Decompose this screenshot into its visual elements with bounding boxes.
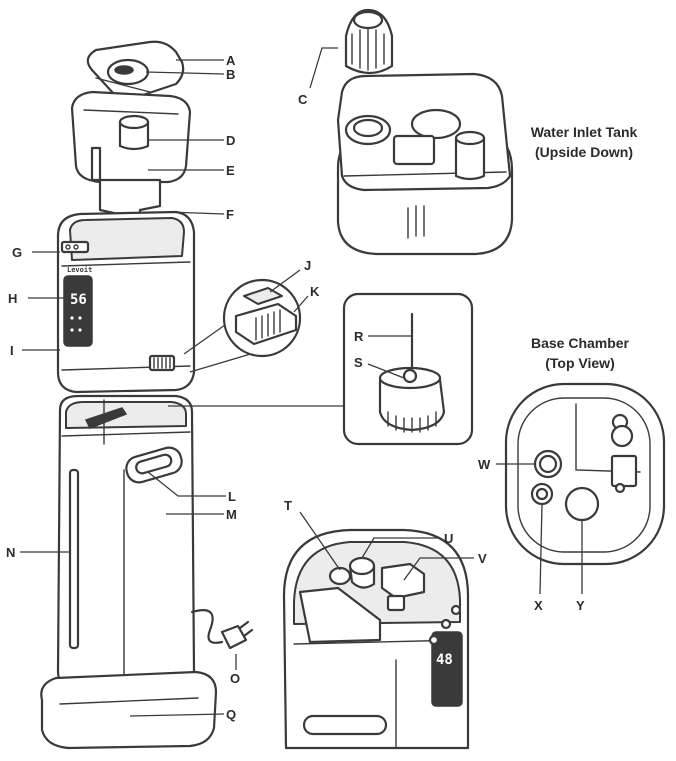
label-v: V bbox=[478, 551, 487, 566]
label-s: S bbox=[354, 355, 363, 370]
label-d: D bbox=[226, 133, 235, 148]
label-e: E bbox=[226, 163, 235, 178]
diagram-titles: Water Inlet Tank (Upside Down) Base Cham… bbox=[531, 124, 638, 371]
upper-body bbox=[56, 210, 196, 394]
label-j: J bbox=[304, 258, 311, 273]
base-platform bbox=[40, 609, 224, 750]
label-x: X bbox=[534, 598, 543, 613]
leader-lines bbox=[20, 47, 583, 717]
water-inlet-tank bbox=[336, 72, 514, 256]
label-w: W bbox=[478, 457, 491, 472]
label-k: K bbox=[310, 284, 320, 299]
label-i: I bbox=[10, 343, 14, 358]
label-a: A bbox=[226, 53, 236, 68]
tank-title-line2: (Upside Down) bbox=[535, 144, 633, 160]
label-g: G bbox=[12, 245, 22, 260]
tank-cap-valve bbox=[344, 8, 394, 75]
center-tube bbox=[118, 114, 150, 151]
humidity-readout-top: 48 bbox=[436, 652, 453, 668]
label-y: Y bbox=[576, 598, 585, 613]
filter-inset bbox=[183, 278, 302, 373]
base-title-line2: (Top View) bbox=[545, 355, 614, 371]
label-o: O bbox=[230, 671, 240, 686]
control-display: 56 Levoit bbox=[63, 266, 93, 347]
float-inset bbox=[342, 292, 474, 446]
label-f: F bbox=[226, 207, 234, 222]
label-r: R bbox=[354, 329, 364, 344]
base-body bbox=[56, 394, 196, 690]
label-m: M bbox=[226, 507, 237, 522]
label-b: B bbox=[226, 67, 235, 82]
upper-tank bbox=[70, 90, 192, 224]
brand-logo: Levoit bbox=[67, 266, 92, 274]
base-chamber-top-view bbox=[504, 382, 666, 566]
humidity-readout: 56 bbox=[70, 292, 87, 308]
tank-title-line1: Water Inlet Tank bbox=[531, 124, 638, 140]
power-plug bbox=[220, 620, 254, 650]
label-n: N bbox=[6, 545, 15, 560]
open-base-view: 48 bbox=[282, 528, 470, 750]
aroma-knob bbox=[106, 58, 150, 86]
label-l: L bbox=[228, 489, 236, 504]
label-h: H bbox=[8, 291, 17, 306]
base-title-line1: Base Chamber bbox=[531, 335, 630, 351]
label-c: C bbox=[298, 92, 308, 107]
part-labels: A B C D E F G H I J K R S L M N O Q T U … bbox=[6, 53, 585, 722]
label-u: U bbox=[444, 531, 453, 546]
label-q: Q bbox=[226, 707, 236, 722]
label-t: T bbox=[284, 498, 292, 513]
